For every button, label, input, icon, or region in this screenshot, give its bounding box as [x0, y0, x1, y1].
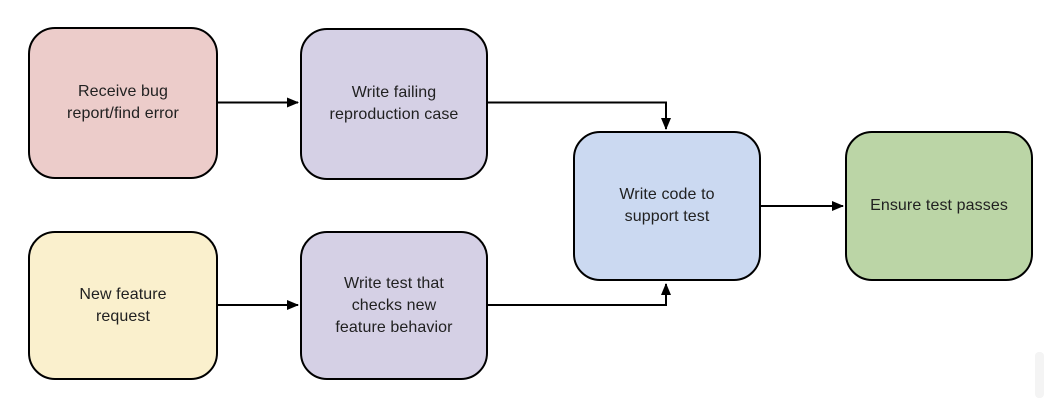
node-ensure-test-passes-label: Ensure test passes: [870, 197, 1008, 214]
arrow-test-to-code: [488, 283, 671, 306]
node-write-failing-repro: Write failing reproduction case: [300, 28, 488, 180]
node-write-code-label: Write code to support test: [619, 186, 715, 225]
node-write-failing-repro-label: Write failing reproduction case: [329, 84, 459, 123]
scrollbar-thumb[interactable]: [1035, 352, 1044, 398]
node-receive-bug-label: Receive bug report/find error: [67, 83, 179, 122]
arrow-repro-to-code: [488, 101, 671, 130]
node-write-test: Write test that checks new feature behav…: [300, 231, 488, 380]
node-new-feature-request-label: New feature request: [79, 285, 167, 325]
node-receive-bug: Receive bug report/find error: [28, 27, 218, 179]
node-write-test-label: Write test that checks new feature behav…: [335, 274, 453, 336]
node-write-code: Write code to support test: [573, 131, 761, 281]
node-new-feature-request: New feature request: [28, 231, 218, 380]
node-ensure-test-passes: Ensure test passes: [845, 131, 1033, 281]
